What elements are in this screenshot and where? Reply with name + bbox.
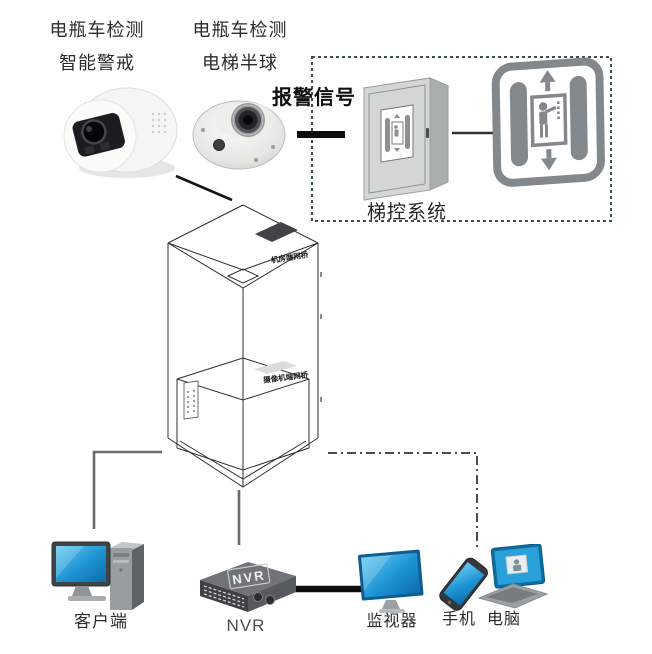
elevator-control-box	[356, 62, 460, 204]
elevator-sign-icon	[491, 57, 605, 187]
nvr-icon: NVR	[200, 562, 296, 612]
alarm-signal-connector	[297, 131, 345, 138]
shaft-to-client-line	[92, 450, 162, 529]
nvr-top-badge: NVR	[227, 563, 271, 590]
control-box-handle	[426, 128, 429, 138]
dome-camera-title-line1: 电瓶车检测	[192, 20, 288, 40]
turret-camera-title-line2: 智能警戒	[59, 53, 135, 73]
monitor-icon	[358, 549, 424, 613]
elevator-sign	[488, 56, 614, 194]
phone-device	[437, 556, 489, 614]
turret-camera-icon	[63, 87, 178, 178]
elevator-control-group-box	[311, 56, 612, 222]
shaft-side-ticks	[320, 272, 322, 402]
laptop-icon	[477, 544, 549, 609]
shaft-ceiling-hatch	[226, 268, 260, 284]
sign-down-arrow	[540, 149, 557, 171]
shaft-to-phone-dashdot-line	[328, 452, 478, 549]
camera-lens-panel	[72, 113, 125, 157]
turret-camera-title-line1: 电瓶车检测	[49, 20, 145, 40]
turret-camera	[55, 84, 185, 180]
nvr-device: NVR	[196, 556, 300, 614]
car-bridge-device	[254, 361, 297, 374]
client-desktop-icon	[51, 541, 144, 610]
monitor-device	[352, 548, 432, 618]
elevator-shaft-wireframe	[167, 204, 322, 488]
elevator-control-system-label: 梯控系统	[367, 202, 448, 223]
control-box-elevator-pictogram	[385, 114, 410, 152]
sign-up-arrow	[539, 70, 556, 92]
dome-mic	[213, 139, 225, 151]
laptop-device	[477, 544, 549, 612]
car-control-panel-buttons	[187, 390, 195, 413]
car-control-panel	[183, 380, 199, 420]
mini-dome-camera	[190, 90, 288, 174]
machine-room-bridge-device	[255, 222, 298, 242]
nvr-label: NVR	[226, 616, 266, 635]
alarm-signal-label: 报警信号	[272, 87, 356, 109]
laptop-label: 电脑	[486, 611, 521, 628]
phone-screen	[443, 561, 485, 606]
sign-person	[538, 101, 560, 138]
client-label: 客户端	[74, 612, 128, 631]
dome-lens	[231, 103, 265, 137]
mini-dome-camera-icon	[192, 100, 286, 170]
nvr-vents	[203, 585, 245, 608]
camera-to-shaft-line	[175, 174, 233, 202]
monitor-label: 监视器	[366, 613, 418, 630]
dome-camera-title-line2: 电梯半球	[202, 53, 278, 73]
machine-room-bridge-label: 机房端网桥	[270, 249, 309, 265]
camera-speaker-grille	[151, 112, 167, 134]
client-desktop	[50, 536, 148, 620]
client-screen	[56, 546, 106, 582]
photo-icon	[505, 554, 529, 575]
control-box-icon	[362, 77, 450, 201]
phone-label: 手机	[441, 611, 476, 628]
monitor-screen	[361, 552, 421, 598]
nvr-device-text: NVR	[231, 567, 266, 587]
phone-icon	[439, 557, 488, 611]
